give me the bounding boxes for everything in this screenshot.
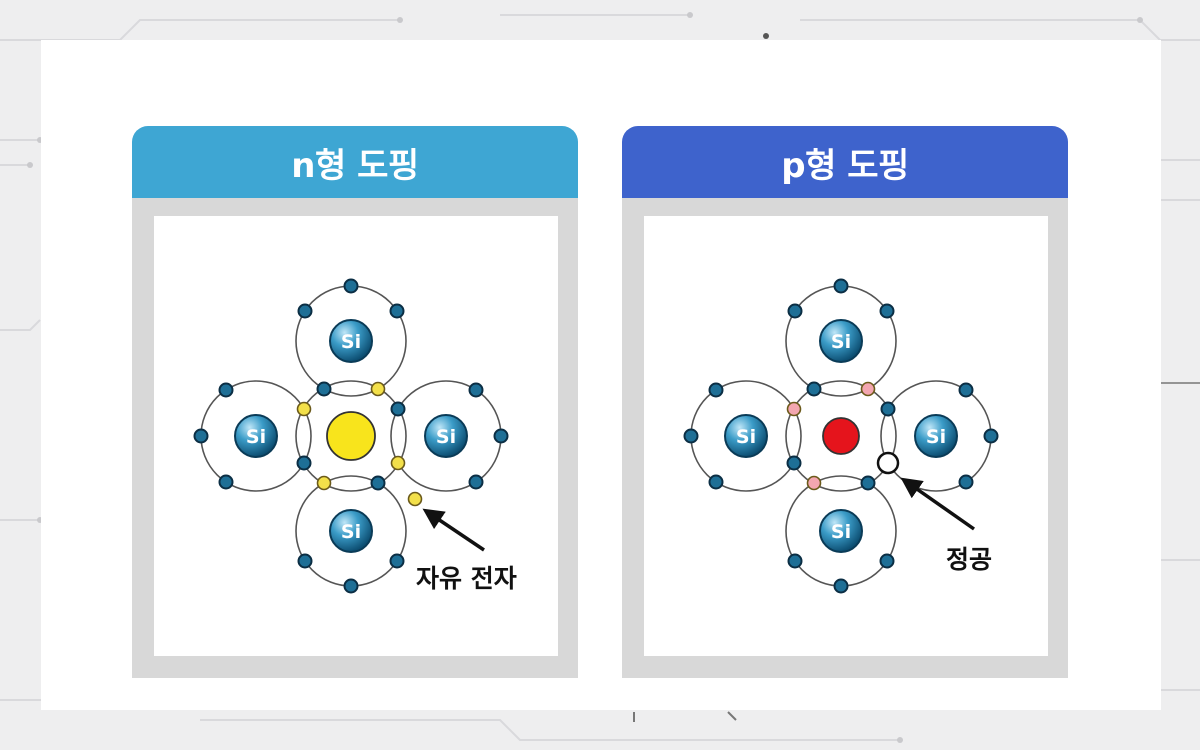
valence-electron [468, 382, 484, 398]
pointer-arrow [900, 477, 976, 531]
valence-electron [708, 474, 724, 490]
si-atom [424, 414, 468, 458]
dopant-atom [822, 417, 860, 455]
valence-electron [983, 428, 999, 444]
si-atom-label: Si [436, 426, 456, 448]
pointer-arrow [422, 508, 485, 552]
si-atom-label: Si [831, 331, 851, 353]
bond-electron [370, 475, 386, 491]
bond-electron [316, 381, 332, 397]
dopant-electron [316, 475, 332, 491]
hole-mark [876, 451, 900, 475]
valence-electron [343, 578, 359, 594]
bond-electron [390, 401, 406, 417]
bond-electron [806, 381, 822, 397]
valence-electron [193, 428, 209, 444]
si-atom [914, 414, 958, 458]
valence-electron [787, 553, 803, 569]
valence-electron [833, 278, 849, 294]
center-orbit-ring [785, 380, 897, 492]
si-atom-label: Si [926, 426, 946, 448]
bond-electron [880, 401, 896, 417]
si-atom [724, 414, 768, 458]
valence-electron [958, 474, 974, 490]
valence-electron [297, 553, 313, 569]
hole-label: 정공 [946, 545, 993, 574]
valence-electron [833, 578, 849, 594]
si-atom-label: Si [831, 521, 851, 543]
bond-electron [786, 455, 802, 471]
dopant-electron [786, 401, 802, 417]
valence-electron [708, 382, 724, 398]
valence-electron [343, 278, 359, 294]
valence-electron [879, 303, 895, 319]
bond-electron [860, 475, 876, 491]
si-atom-label: Si [736, 426, 756, 448]
valence-electron [787, 303, 803, 319]
si-atom-label: Si [246, 426, 266, 448]
valence-electron [468, 474, 484, 490]
valence-electron [297, 303, 313, 319]
valence-electron [493, 428, 509, 444]
si-atom [819, 319, 863, 363]
valence-electron [389, 553, 405, 569]
free-electron-label: 자유 전자 [416, 564, 517, 593]
si-atom [819, 509, 863, 553]
p-type-header: p형 도핑 [622, 126, 1068, 198]
center-orbit-ring [295, 380, 407, 492]
valence-electron [389, 303, 405, 319]
si-atom [329, 319, 373, 363]
free-electron [407, 491, 423, 507]
dopant-atom [326, 411, 376, 461]
bond-electron [296, 455, 312, 471]
n-type-header: n형 도핑 [132, 126, 578, 198]
si-atom-label: Si [341, 331, 361, 353]
dopant-electron [370, 381, 386, 397]
valence-electron [218, 382, 234, 398]
valence-electron [218, 474, 234, 490]
si-atom [234, 414, 278, 458]
si-atom-label: Si [341, 521, 361, 543]
dopant-electron [390, 455, 406, 471]
valence-electron [879, 553, 895, 569]
dopant-electron [806, 475, 822, 491]
valence-electron [683, 428, 699, 444]
dopant-electron [860, 381, 876, 397]
si-atom [329, 509, 373, 553]
dopant-electron [296, 401, 312, 417]
valence-electron [958, 382, 974, 398]
